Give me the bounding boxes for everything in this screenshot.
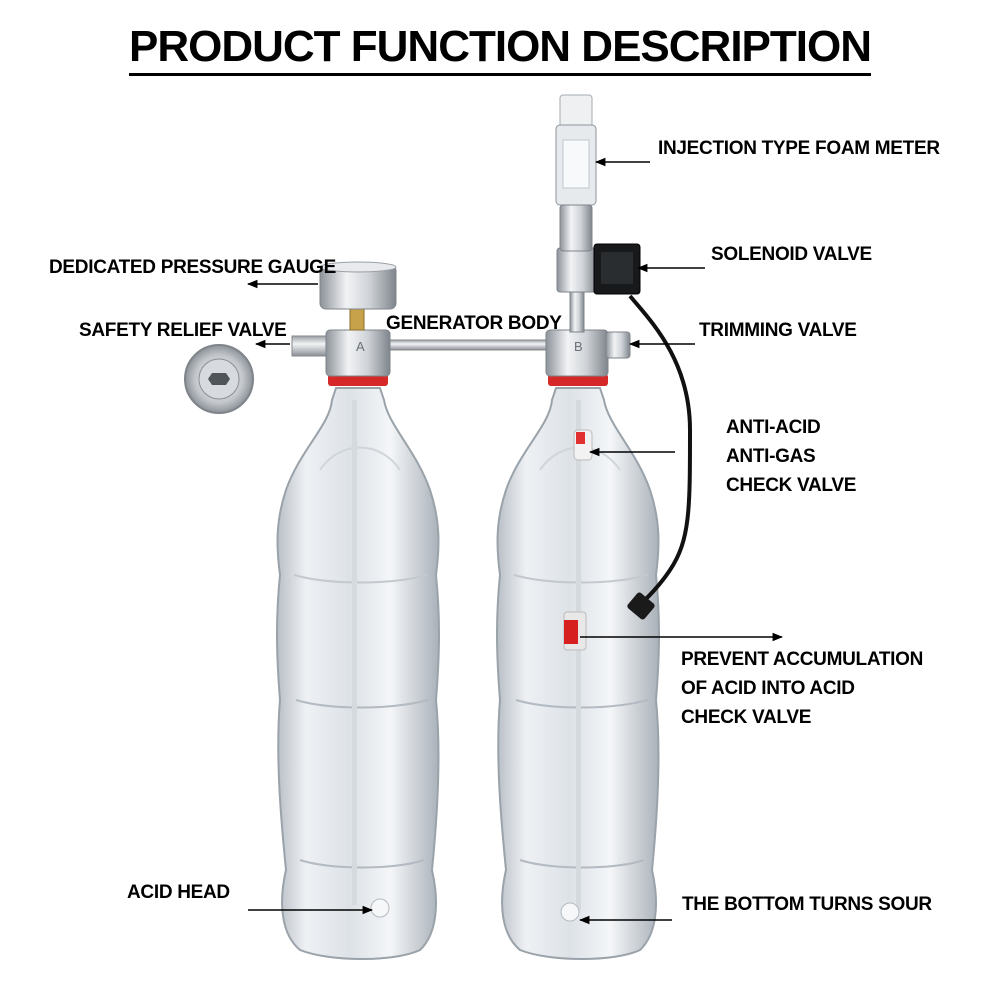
label-foam-meter: INJECTION TYPE FOAM METER — [658, 138, 940, 159]
label-prevent-accumulation: PREVENT ACCUMULATION OF ACID INTO ACID C… — [681, 645, 923, 732]
body-mark-b: B — [574, 339, 583, 354]
page-title-text: PRODUCT FUNCTION DESCRIPTION — [129, 22, 872, 76]
label-check-valve-line-3: CHECK VALVE — [726, 475, 857, 496]
bottle-b — [496, 387, 660, 960]
label-prevent-line-2: OF ACID INTO ACID — [681, 678, 855, 699]
label-generator-body: GENERATOR BODY — [386, 313, 562, 334]
seal-ring-b — [548, 374, 608, 386]
label-trimming-valve: TRIMMING VALVE — [699, 320, 857, 341]
safety-relief-valve-cap — [184, 344, 254, 414]
bottle-a — [276, 387, 440, 960]
pointer-lines — [246, 157, 784, 925]
label-check-valve: ANTI-ACID ANTI-GAS CHECK VALVE — [726, 413, 856, 500]
generator-body: A B — [291, 329, 631, 377]
label-safety-relief-valve: SAFETY RELIEF VALVE — [79, 320, 287, 341]
label-pressure-gauge: DEDICATED PRESSURE GAUGE — [49, 257, 336, 278]
label-prevent-line-1: PREVENT ACCUMULATION — [681, 649, 924, 670]
label-acid-head: ACID HEAD — [127, 882, 230, 903]
page-title: PRODUCT FUNCTION DESCRIPTION — [0, 22, 1000, 76]
seal-ring-a — [328, 374, 388, 386]
foam-meter — [555, 94, 597, 252]
pressure-gauge — [319, 261, 397, 331]
body-mark-a: A — [356, 339, 365, 354]
solenoid-valve — [556, 243, 693, 620]
label-check-valve-line-2: ANTI-GAS — [726, 446, 816, 467]
label-check-valve-line-1: ANTI-ACID — [726, 417, 821, 438]
label-solenoid-valve: SOLENOID VALVE — [711, 244, 872, 265]
label-bottom-sour: THE BOTTOM TURNS SOUR — [682, 894, 932, 915]
label-prevent-line-3: CHECK VALVE — [681, 707, 812, 728]
